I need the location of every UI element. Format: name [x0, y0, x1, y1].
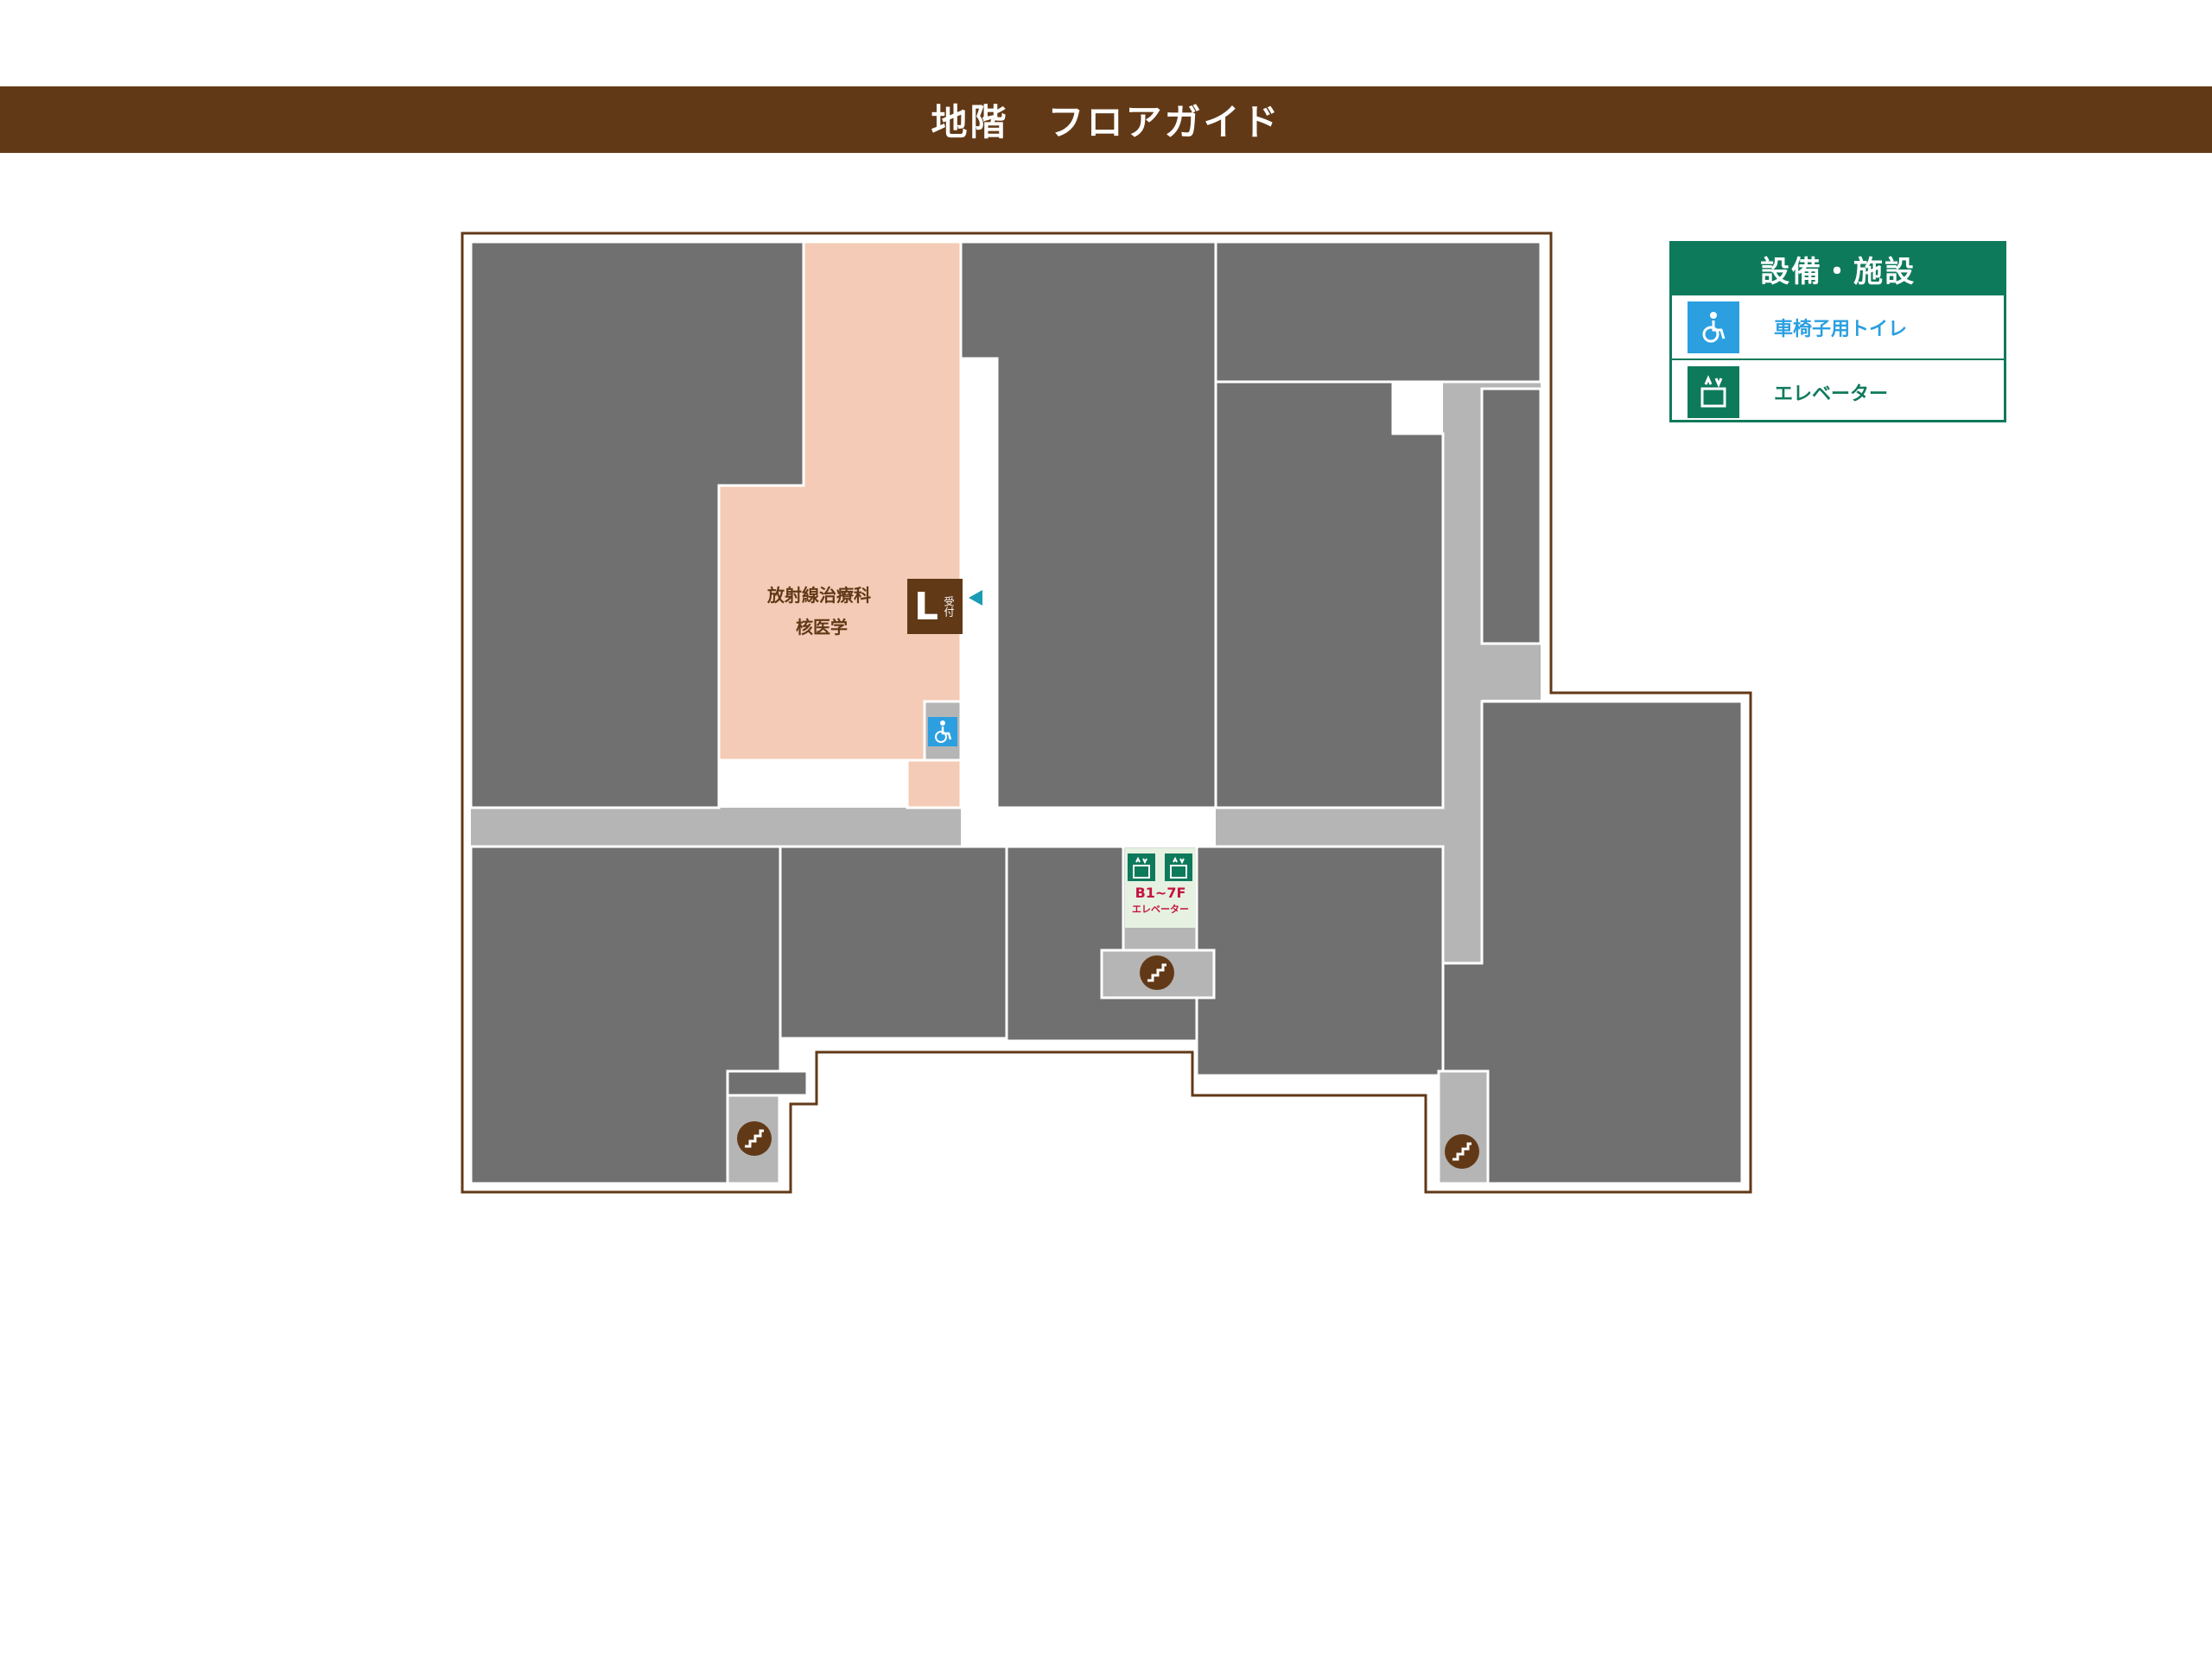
corridor-east-mid: [1482, 644, 1541, 700]
legend-panel: 設備・施設 車椅子用トイレ エレベーター: [1669, 241, 2006, 422]
title-bar: 地階 フロアガイド: [0, 86, 2212, 153]
room-south-1: [779, 845, 1008, 1040]
room-small-peach: [906, 758, 963, 809]
reception-icon: L 受付: [907, 579, 963, 634]
department-label-nuclear-medicine: 核医学: [796, 617, 848, 638]
room-north-center: [959, 240, 1217, 809]
room-south-3: [1195, 845, 1445, 1077]
legend-title: 設備・施設: [1672, 244, 2004, 294]
legend-item-elevator: エレベーター: [1672, 358, 2004, 423]
page-title: 地階 フロアガイド: [931, 101, 1281, 143]
elevator-caption: エレベーター: [1132, 904, 1189, 915]
room-north-east: [1214, 380, 1445, 809]
wheelchair-icon: [1688, 301, 1739, 353]
stairs-icon: [1445, 1134, 1479, 1169]
stairs-icon: [737, 1121, 772, 1156]
elevator-icon: [1165, 853, 1192, 881]
stairs-icon: [1140, 955, 1174, 990]
reception-letter: L: [914, 584, 939, 629]
arrow-icon: [969, 590, 982, 606]
elevator-floor-range: B1~7F: [1135, 885, 1186, 901]
corridor-vertical-east: [1443, 346, 1482, 963]
room-sw-small: [726, 1069, 809, 1097]
reception-label: 受付: [943, 596, 956, 617]
corridor-horizontal: [471, 808, 1443, 847]
legend-label-elevator: エレベーター: [1774, 383, 1889, 405]
elevator-icon: [1688, 365, 1739, 418]
department-label-radiotherapy: 放射線治療科: [767, 585, 871, 606]
elevator-icon: [1128, 853, 1155, 881]
wheelchair-toilet-icon: [928, 717, 957, 746]
legend-label-wheelchair-toilet: 車椅子用トイレ: [1774, 318, 1908, 340]
corridor-white-bottom: [961, 808, 1216, 847]
room-north-east-top: [1214, 240, 1542, 384]
room-east-narrow: [1480, 387, 1542, 645]
legend-item-wheelchair-toilet: 車椅子用トイレ: [1672, 294, 2004, 358]
